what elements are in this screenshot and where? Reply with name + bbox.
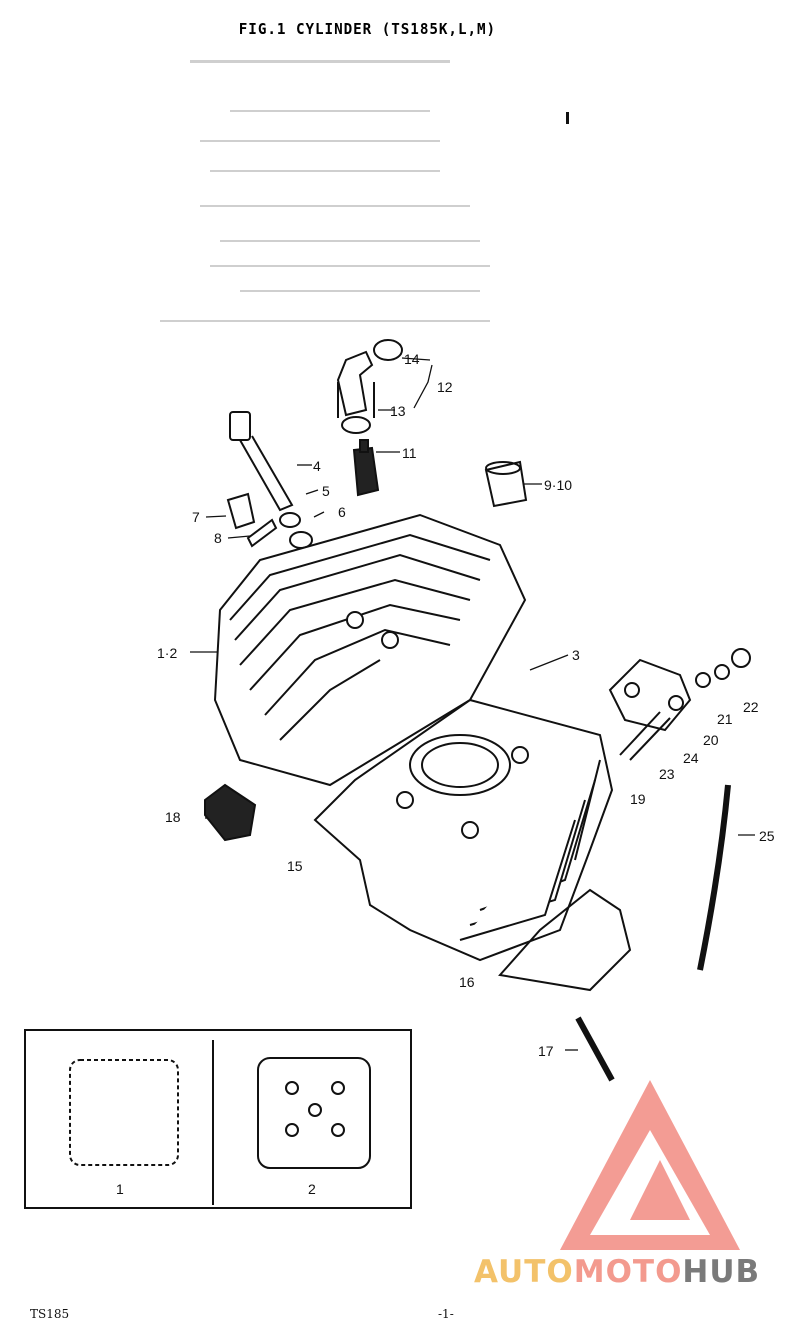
figure-title: FIG.1 CYLINDER (TS185K,L,M) — [238, 20, 497, 38]
callout-17: 17 — [538, 1043, 554, 1059]
callout-18: 18 — [165, 809, 181, 825]
stud-17 — [575, 1016, 615, 1082]
watermark-part-moto: MOTO — [573, 1254, 683, 1290]
callout-7: 7 — [192, 509, 200, 525]
callout-1-2: 1·2 — [157, 645, 178, 661]
callout-14: 14 — [404, 351, 420, 367]
callout-13: 13 — [390, 403, 406, 419]
plug-bolt — [226, 492, 278, 548]
callout-22: 22 — [743, 699, 759, 715]
watermark-logo — [560, 1080, 740, 1250]
callout-16: 16 — [459, 974, 475, 990]
callout-23: 23 — [659, 766, 675, 782]
callout-11: 11 — [402, 445, 417, 461]
callout-25: 25 — [759, 828, 775, 844]
callout-20: 20 — [703, 732, 719, 748]
plug-cap — [336, 339, 403, 434]
callout-19: 19 — [630, 791, 646, 807]
callout-6: 6 — [338, 504, 346, 520]
cylinder-head — [213, 513, 527, 787]
inset-label-1: 1 — [116, 1181, 124, 1197]
callout-9-10: 9·10 — [544, 477, 573, 493]
base-gasket — [498, 888, 632, 992]
callout-12: 12 — [437, 379, 453, 395]
callout-24: 24 — [683, 750, 699, 766]
callout-8: 8 — [214, 530, 222, 546]
spark-plug — [352, 439, 380, 497]
intake-flange — [608, 648, 751, 761]
inset-label-2: 2 — [308, 1181, 316, 1197]
part-18 — [204, 783, 257, 842]
callout-21: 21 — [717, 711, 733, 727]
cylinder-block — [313, 698, 614, 962]
callout-15: 15 — [287, 858, 303, 874]
callout-5: 5 — [322, 483, 330, 499]
faded-background-text — [160, 60, 490, 322]
inset-box — [24, 1029, 412, 1209]
stud-bolt — [229, 411, 294, 512]
footer-model-code: TS185 — [30, 1307, 70, 1321]
hose — [697, 784, 731, 971]
watermark-part-auto: AUTO — [474, 1254, 574, 1290]
callout-4: 4 — [313, 458, 321, 474]
watermark-part-hub: HUB — [682, 1254, 761, 1290]
washers — [279, 512, 313, 549]
cap-part — [484, 460, 528, 508]
footer-page-number: -1- — [438, 1307, 454, 1321]
callout-3: 3 — [572, 647, 580, 663]
watermark-text: AUTOMOTOHUB — [474, 1254, 760, 1290]
